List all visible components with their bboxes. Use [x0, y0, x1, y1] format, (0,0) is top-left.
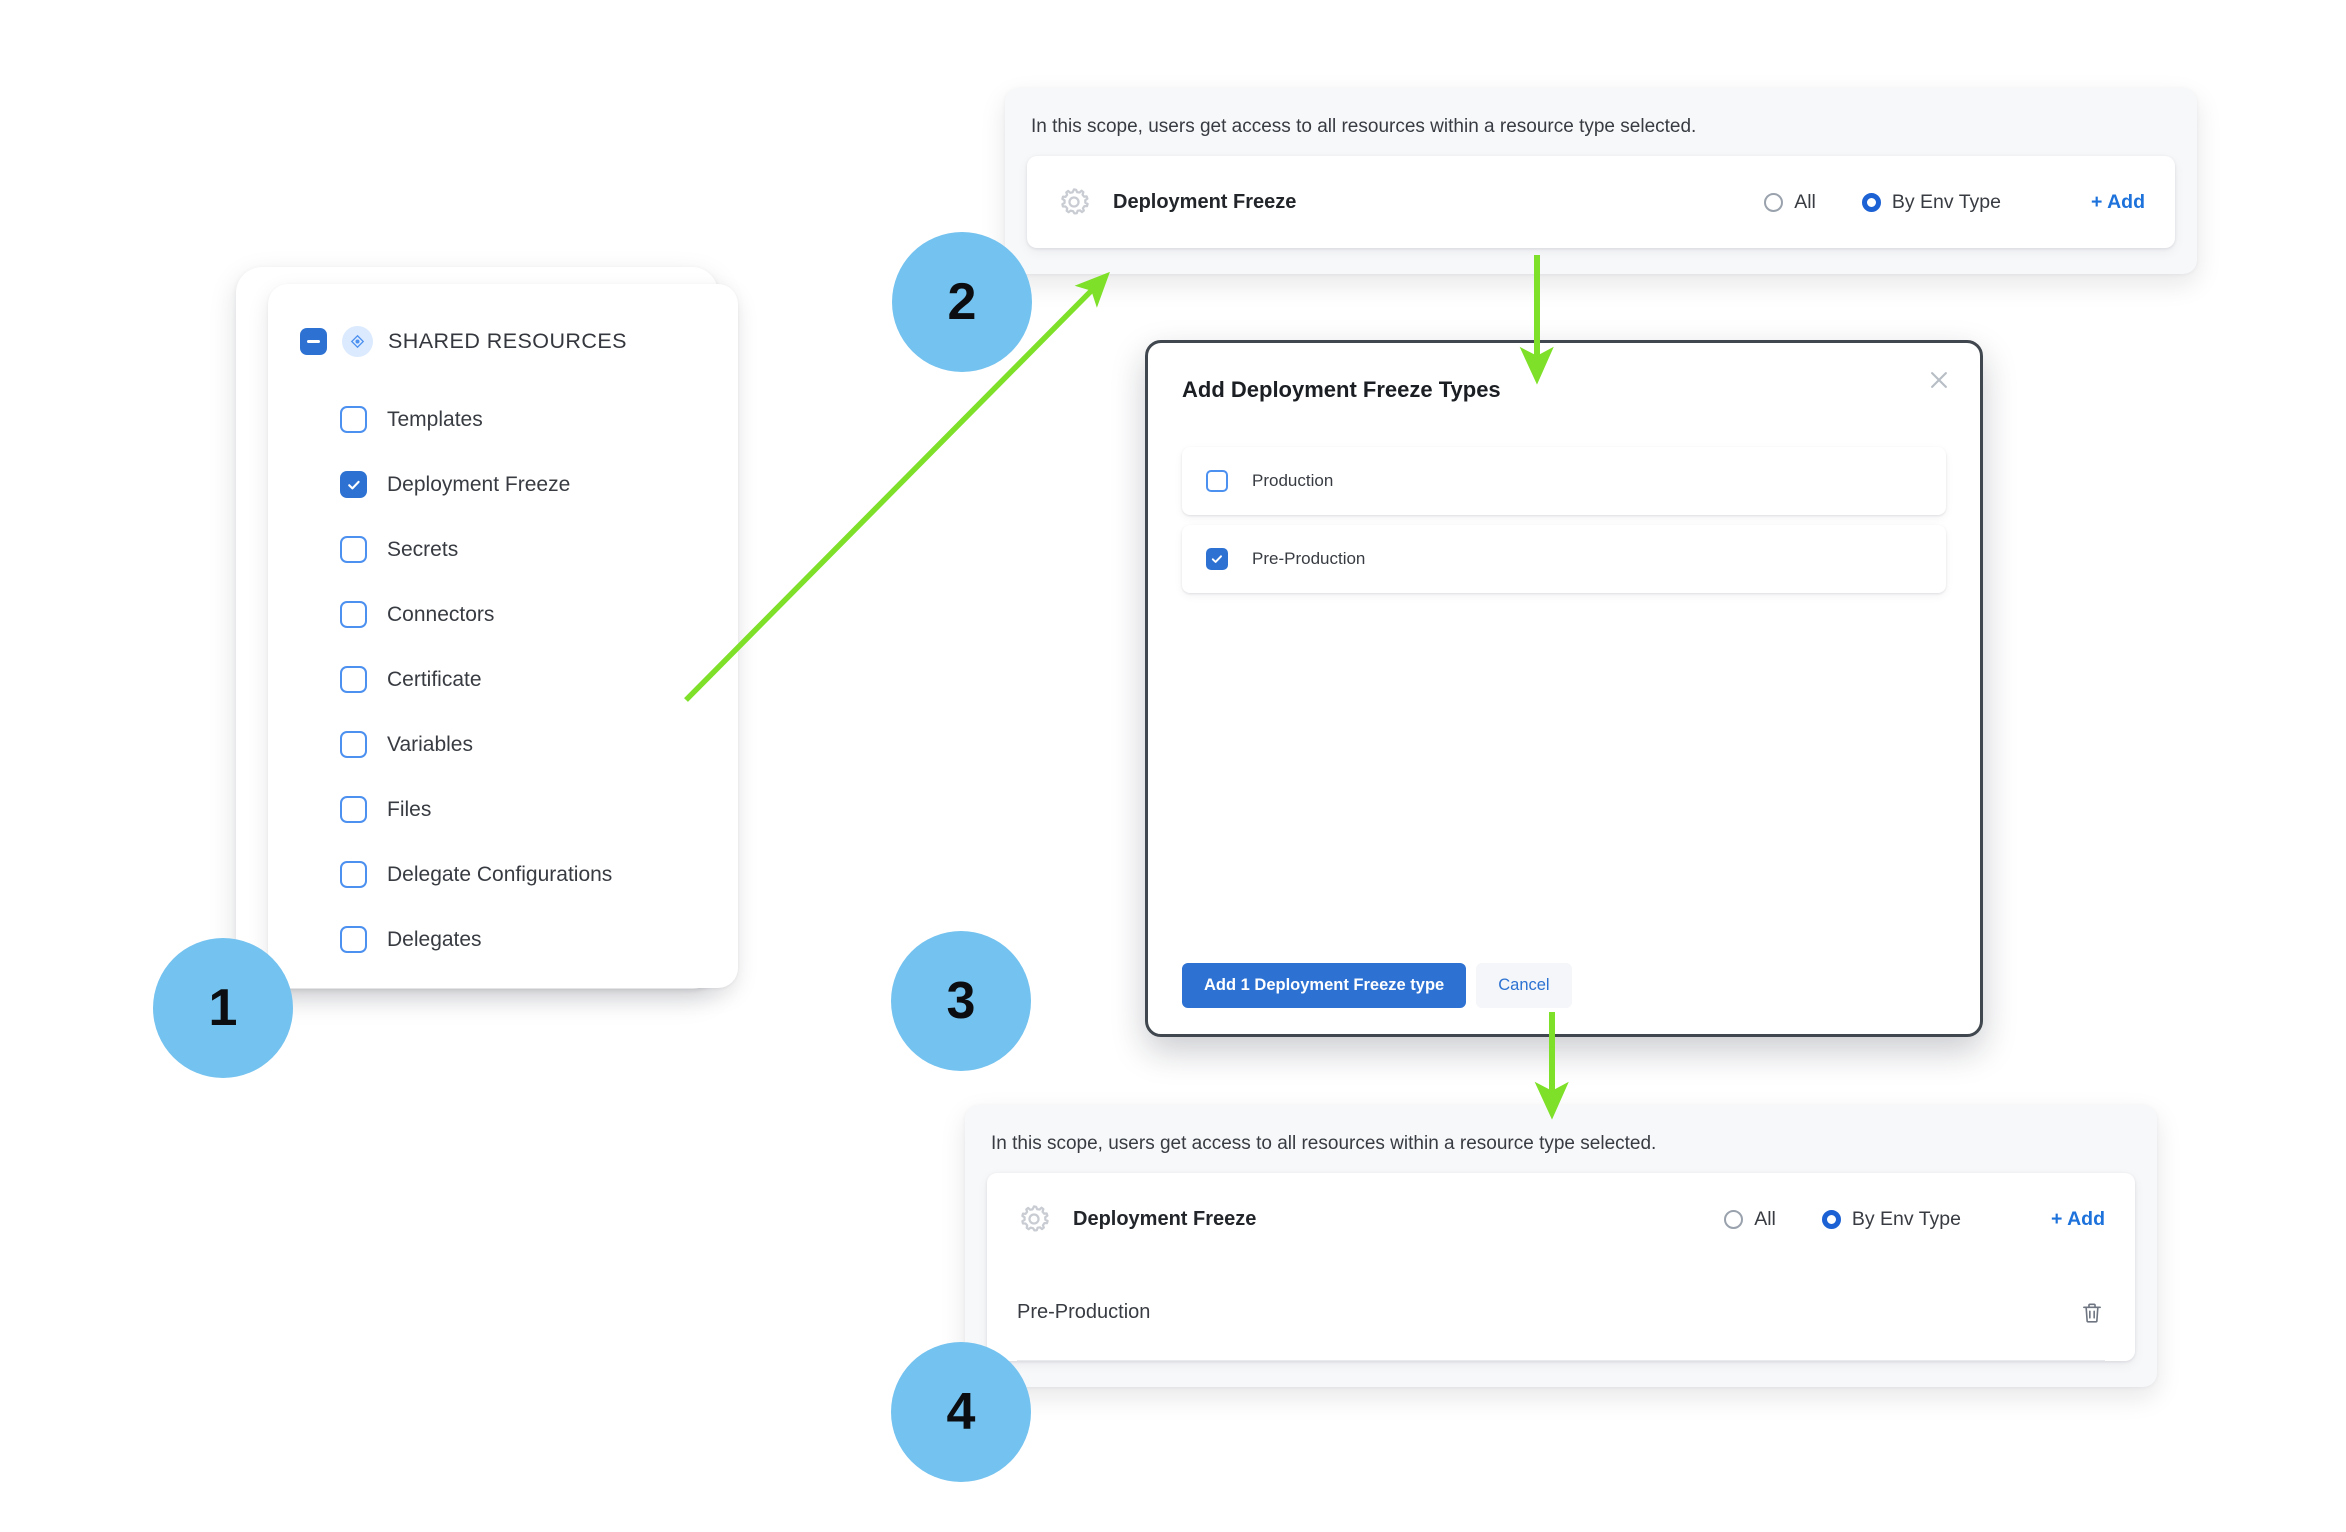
- radio-all-icon[interactable]: [1764, 192, 1784, 212]
- resource-label: Delegate Configurations: [387, 862, 613, 886]
- arrow-step1-to-step2: [684, 271, 1110, 702]
- scope-resource-name: Deployment Freeze: [1073, 1207, 1257, 1230]
- checkbox-production[interactable]: [1206, 470, 1228, 492]
- scope-panel-after: In this scope, users get access to all r…: [965, 1105, 2157, 1387]
- freeze-type-option-list: Production Pre-Production: [1182, 447, 1946, 593]
- checkbox-delegate-configurations[interactable]: [340, 861, 367, 888]
- radio-all-icon[interactable]: [1724, 1209, 1744, 1229]
- resource-row-certificate[interactable]: Certificate: [340, 647, 708, 712]
- resource-row-delegates[interactable]: Delegates: [340, 907, 708, 972]
- resource-label: Files: [387, 797, 432, 821]
- resource-label: Deployment Freeze: [387, 472, 571, 496]
- freeze-type-option-production[interactable]: Production: [1182, 447, 1946, 515]
- scope-note: In this scope, users get access to all r…: [991, 1133, 1657, 1154]
- gear-icon: [1017, 1202, 1051, 1236]
- checkbox-secrets[interactable]: [340, 536, 367, 563]
- radio-by-env-type-icon[interactable]: [1861, 192, 1881, 212]
- modal-title: Add Deployment Freeze Types: [1182, 377, 1501, 402]
- callout-4: 4: [891, 1342, 1031, 1482]
- radio-option-by-env-type[interactable]: By Env Type: [1821, 1207, 1961, 1231]
- resource-label: Secrets: [387, 537, 459, 561]
- option-label: Pre-Production: [1252, 549, 1366, 568]
- resource-node-icon: [342, 326, 373, 357]
- resource-row-secrets[interactable]: Secrets: [340, 517, 708, 582]
- radio-option-all[interactable]: All: [1724, 1208, 1776, 1231]
- add-link[interactable]: + Add: [2051, 1207, 2105, 1230]
- resource-row-deployment-freeze[interactable]: Deployment Freeze: [340, 452, 708, 517]
- scope-resource-row: Deployment Freeze All By Env Type + Add: [1057, 156, 2145, 248]
- scope-resource-row: Deployment Freeze All By Env Type + Add: [1017, 1173, 2105, 1265]
- checkbox-deployment-freeze[interactable]: [340, 471, 367, 498]
- checkbox-delegates[interactable]: [340, 926, 367, 953]
- checkbox-variables[interactable]: [340, 731, 367, 758]
- radio-all-label: All: [1754, 1207, 1776, 1230]
- resource-type-list: Templates Deployment Freeze Secrets Conn…: [294, 387, 708, 972]
- scope-resource-card: Deployment Freeze All By Env Type + Add …: [987, 1173, 2135, 1361]
- resource-row-templates[interactable]: Templates: [340, 387, 708, 452]
- radio-option-by-env-type[interactable]: By Env Type: [1861, 190, 2001, 214]
- radio-by-env-type-label: By Env Type: [1851, 1207, 1961, 1230]
- selected-value-row: Pre-Production: [1017, 1265, 2105, 1361]
- checkbox-connectors[interactable]: [340, 601, 367, 628]
- checkbox-certificate[interactable]: [340, 666, 367, 693]
- scope-panel-before: In this scope, users get access to all r…: [1005, 88, 2197, 274]
- scope-controls: All By Env Type + Add: [1678, 1208, 2105, 1231]
- resource-label: Connectors: [387, 602, 495, 626]
- shared-resources-panel: SHARED RESOURCES Templates Deployment Fr…: [268, 284, 738, 988]
- scope-controls: All By Env Type + Add: [1718, 191, 2145, 214]
- shared-resources-checkbox-indeterminate[interactable]: [300, 328, 327, 355]
- callout-1: 1: [153, 938, 293, 1078]
- callout-2: 2: [892, 232, 1032, 372]
- add-freeze-types-button[interactable]: Add 1 Deployment Freeze type: [1182, 963, 1467, 1008]
- resource-label: Templates: [387, 407, 483, 431]
- modal-footer: Add 1 Deployment Freeze type Cancel: [1182, 963, 1572, 1008]
- radio-by-env-type-label: By Env Type: [1891, 190, 2001, 213]
- checkbox-files[interactable]: [340, 796, 367, 823]
- resource-row-connectors[interactable]: Connectors: [340, 582, 708, 647]
- gear-icon: [1057, 185, 1091, 219]
- cancel-button[interactable]: Cancel: [1476, 963, 1572, 1008]
- close-icon[interactable]: [1924, 365, 1954, 395]
- radio-all-label: All: [1794, 190, 1816, 213]
- radio-by-env-type-icon[interactable]: [1821, 1209, 1841, 1229]
- resource-label: Variables: [387, 732, 473, 756]
- scope-resource-name: Deployment Freeze: [1113, 190, 1297, 213]
- shared-resources-title: SHARED RESOURCES: [388, 329, 627, 353]
- add-link[interactable]: + Add: [2091, 190, 2145, 213]
- radio-option-all[interactable]: All: [1764, 191, 1816, 214]
- resource-row-files[interactable]: Files: [340, 777, 708, 842]
- add-deployment-freeze-types-modal: Add Deployment Freeze Types Production P…: [1145, 340, 1983, 1037]
- callout-3: 3: [891, 931, 1031, 1071]
- resource-label: Certificate: [387, 667, 482, 691]
- option-label: Production: [1252, 471, 1334, 490]
- resource-row-variables[interactable]: Variables: [340, 712, 708, 777]
- shared-resources-header[interactable]: SHARED RESOURCES: [294, 326, 708, 357]
- resource-row-delegate-configurations[interactable]: Delegate Configurations: [340, 842, 708, 907]
- trash-icon[interactable]: [2079, 1300, 2105, 1326]
- scope-resource-card: Deployment Freeze All By Env Type + Add: [1027, 156, 2175, 248]
- freeze-type-option-pre-production[interactable]: Pre-Production: [1182, 525, 1946, 593]
- resource-label: Delegates: [387, 927, 482, 951]
- scope-note: In this scope, users get access to all r…: [1031, 116, 1697, 137]
- selected-value-label: Pre-Production: [1017, 1301, 1151, 1323]
- checkbox-templates[interactable]: [340, 406, 367, 433]
- indeterminate-dash-icon: [307, 339, 320, 344]
- checkbox-pre-production[interactable]: [1206, 548, 1228, 570]
